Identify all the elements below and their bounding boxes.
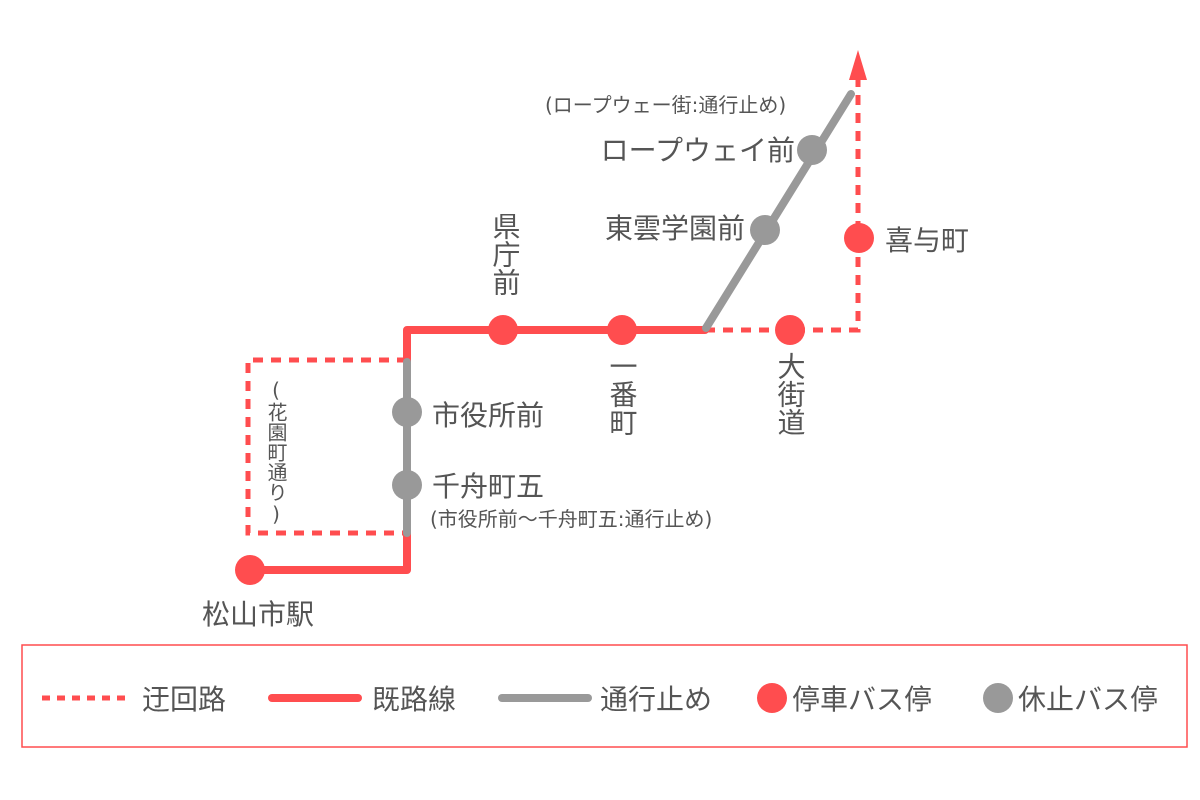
note-hanazono: (花園町通り)	[264, 378, 288, 526]
label-shinonome-gakuen-mae: 東雲学園前	[605, 212, 745, 245]
stop-kiyomachi	[844, 223, 874, 253]
legend-closed-stop-label: 休止バス停	[1018, 683, 1158, 716]
label-matsuyama-station: 松山市駅	[202, 598, 314, 631]
legend-detour-label: 迂回路	[142, 683, 226, 716]
legend-active-stop-label: 停車バス停	[792, 683, 932, 716]
stop-shiyakusho-mae	[392, 397, 422, 427]
legend-closed-label: 通行止め	[600, 683, 712, 716]
closed-route-ropeway	[702, 90, 855, 332]
stop-kencho-mae	[488, 315, 518, 345]
note-ropeway-closure: (ロープウェー街:通行止め)	[545, 93, 786, 117]
legend-closed-stop-swatch	[983, 683, 1013, 713]
legend-existing-label: 既路線	[372, 683, 456, 716]
legend: 迂回路 既路線 通行止め 停車バス停 休止バス停	[21, 644, 1188, 748]
label-senbuncho-go: 千舟町五	[432, 470, 544, 503]
detour-kiyomachi	[705, 78, 861, 333]
stop-ropeway-mae	[797, 135, 827, 165]
arrow-up-icon	[849, 50, 867, 80]
stop-okaido	[775, 315, 805, 345]
stop-senbuncho-go	[392, 470, 422, 500]
stop-shinonome-gakuen-mae	[750, 215, 780, 245]
stop-ichibancho	[607, 315, 637, 345]
label-ichibancho: 一番町	[606, 352, 639, 436]
detour-hanazono	[245, 357, 407, 536]
note-shiyakusho-closure: (市役所前〜千舟町五:通行止め)	[430, 507, 712, 531]
label-kiyomachi: 喜与町	[885, 224, 969, 257]
label-okaido: 大街道	[774, 352, 807, 436]
label-ropeway-mae: ロープウェイ前	[601, 134, 795, 167]
stop-matsuyama-station	[235, 555, 265, 585]
legend-active-stop-swatch	[757, 683, 787, 713]
label-kencho-mae: 県庁前	[489, 212, 522, 296]
label-shiyakusho-mae: 市役所前	[432, 399, 544, 432]
